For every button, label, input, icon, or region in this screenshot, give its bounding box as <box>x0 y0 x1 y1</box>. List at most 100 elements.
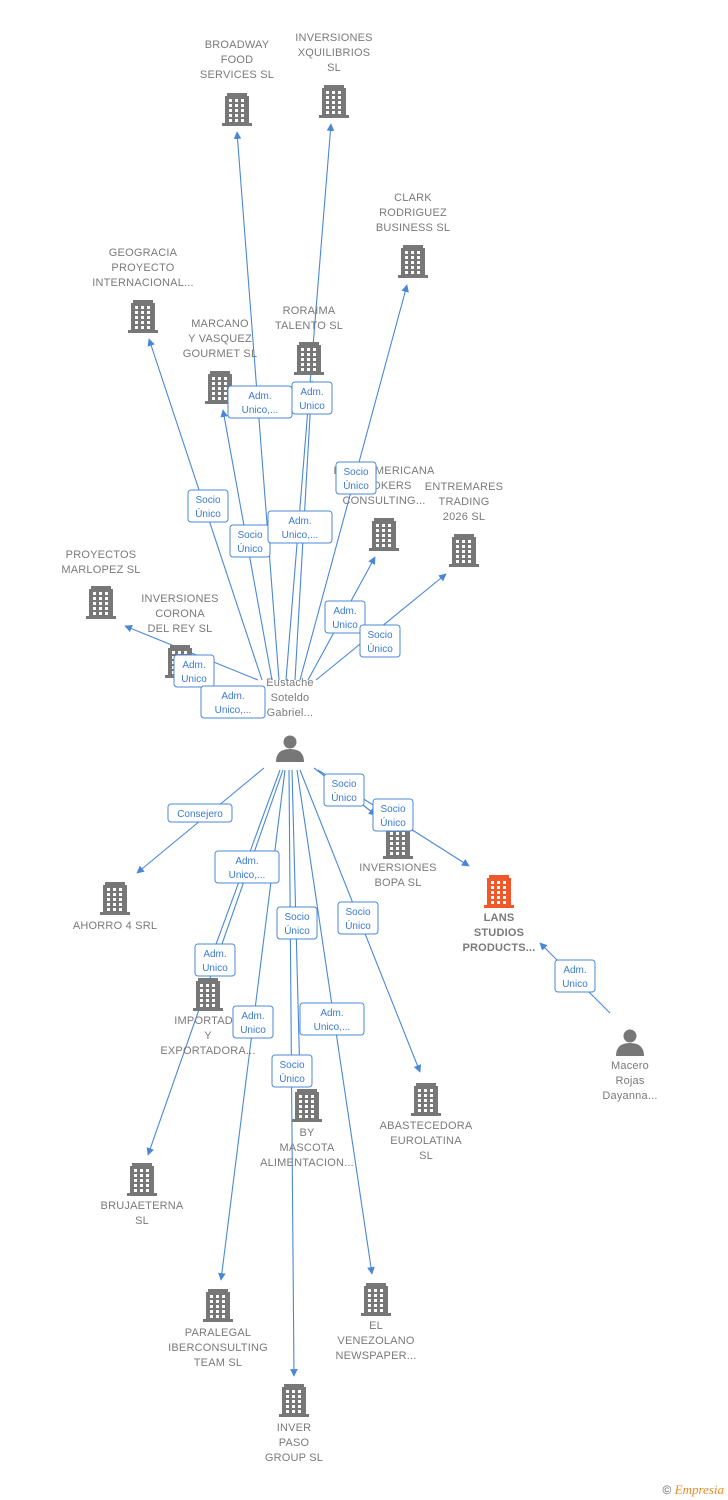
node-label-line: IMPORTADO <box>174 1015 242 1027</box>
edge-label-text: Único <box>279 1072 305 1085</box>
node-bymascota[interactable]: BYMASCOTAALIMENTACION... <box>260 1089 354 1169</box>
node-macero[interactable]: MaceroRojasDayanna... <box>602 1029 657 1103</box>
building-icon[interactable] <box>398 245 428 278</box>
edge-label[interactable]: Adm.Unico <box>173 654 215 688</box>
building-icon[interactable] <box>449 534 479 567</box>
edge-label[interactable]: Adm.Unico,... <box>267 510 333 544</box>
edge-label-text: Adm. <box>288 516 311 527</box>
node-label-line: GOURMET SL <box>183 348 258 360</box>
edge-label[interactable]: Adm. Unico <box>324 600 366 634</box>
edge-label[interactable]: Adm.Unico,... <box>227 385 293 419</box>
edge-label-text: Unico <box>240 1025 266 1036</box>
edge-label[interactable]: Adm.Unico <box>291 381 333 415</box>
node-label-line: TALENTO SL <box>275 320 343 332</box>
node-label-line: ABASTECEDORA <box>380 1120 473 1132</box>
node-label-line: Eustache <box>266 677 313 689</box>
building-icon[interactable] <box>86 586 116 619</box>
building-icon[interactable] <box>411 1083 441 1116</box>
edge-label-text: Unico <box>332 620 358 631</box>
building-icon[interactable] <box>279 1384 309 1417</box>
edge-label[interactable]: Consejero <box>167 803 233 823</box>
person-icon[interactable] <box>616 1029 644 1057</box>
edge-label-text: Socio <box>380 804 405 815</box>
building-icon[interactable] <box>361 1283 391 1316</box>
node-label-line: PROYECTO <box>111 262 174 274</box>
building-icon[interactable] <box>193 978 223 1011</box>
edge-label-text: Socio <box>343 467 368 478</box>
building-icon[interactable] <box>292 1089 322 1122</box>
node-label-line: SL <box>419 1150 433 1162</box>
node-label-line: CLARK <box>394 192 432 204</box>
node-label-line: RODRIGUEZ <box>379 207 447 219</box>
person-icon[interactable] <box>276 735 304 763</box>
edge-label-text: Socio <box>279 1060 304 1071</box>
edge-label[interactable]: Adm.Unico,... <box>200 685 266 719</box>
node-importado[interactable]: IMPORTADOYEXPORTADORA... <box>160 978 255 1057</box>
node-label-line: ENTREMARES <box>425 481 503 493</box>
edge-label-text: Unico <box>181 674 207 685</box>
node-label-line: XQUILIBRIOS <box>298 47 371 59</box>
brand-logo[interactable]: Empresia <box>674 1482 724 1497</box>
building-icon[interactable] <box>203 1289 233 1322</box>
node-label-line: LANS <box>484 912 515 924</box>
node-label-line: PROYECTOS <box>66 549 137 561</box>
edge-label[interactable]: Adm.Unico,... <box>299 1002 365 1036</box>
node-label-line: INVER <box>277 1422 312 1434</box>
edge-label[interactable]: Adm.Unico,... <box>214 850 280 884</box>
building-icon[interactable] <box>484 875 514 908</box>
building-icon[interactable] <box>128 300 158 333</box>
building-icon[interactable] <box>319 85 349 118</box>
node-label-line: Gabriel... <box>267 707 314 719</box>
node-venezolano[interactable]: ELVENEZOLANONEWSPAPER... <box>335 1283 416 1362</box>
edge-label[interactable]: Adm.Unico <box>194 943 236 977</box>
edge-label-text: Único <box>367 642 393 655</box>
edge-label[interactable]: Adm.Unico <box>232 1005 274 1039</box>
building-icon[interactable] <box>222 93 252 126</box>
node-geogracia[interactable]: GEOGRACIAPROYECTOINTERNACIONAL... <box>92 247 194 333</box>
building-icon[interactable] <box>127 1163 157 1196</box>
node-label-line: SL <box>327 62 341 74</box>
edge-label-text: Adm. <box>333 606 356 617</box>
node-label-line: MASCOTA <box>280 1142 335 1154</box>
node-label-line: STUDIOS <box>474 927 524 939</box>
node-label-line: EL <box>369 1320 383 1332</box>
node-ahorro[interactable]: AHORRO 4 SRL <box>73 882 157 932</box>
edge-label-text: Unico,... <box>314 1022 351 1033</box>
node-label-line: DEL REY SL <box>148 623 213 635</box>
node-label-line: ALIMENTACION... <box>260 1157 354 1169</box>
node-lans[interactable]: LANSSTUDIOSPRODUCTS... <box>462 875 535 954</box>
building-icon[interactable] <box>294 342 324 375</box>
building-icon[interactable] <box>369 518 399 551</box>
node-eustache[interactable]: EustacheSoteldoGabriel... <box>266 677 314 763</box>
edge-label-text: Adm. <box>203 949 226 960</box>
building-icon[interactable] <box>383 826 413 859</box>
edge-label[interactable]: Adm.Unico <box>554 959 596 993</box>
node-label-line: INTERNACIONAL... <box>92 277 194 289</box>
building-icon[interactable] <box>100 882 130 915</box>
edge-label-text: Unico,... <box>229 870 266 881</box>
edge-label-text: Único <box>195 507 221 520</box>
node-label-line: TEAM SL <box>194 1357 242 1369</box>
